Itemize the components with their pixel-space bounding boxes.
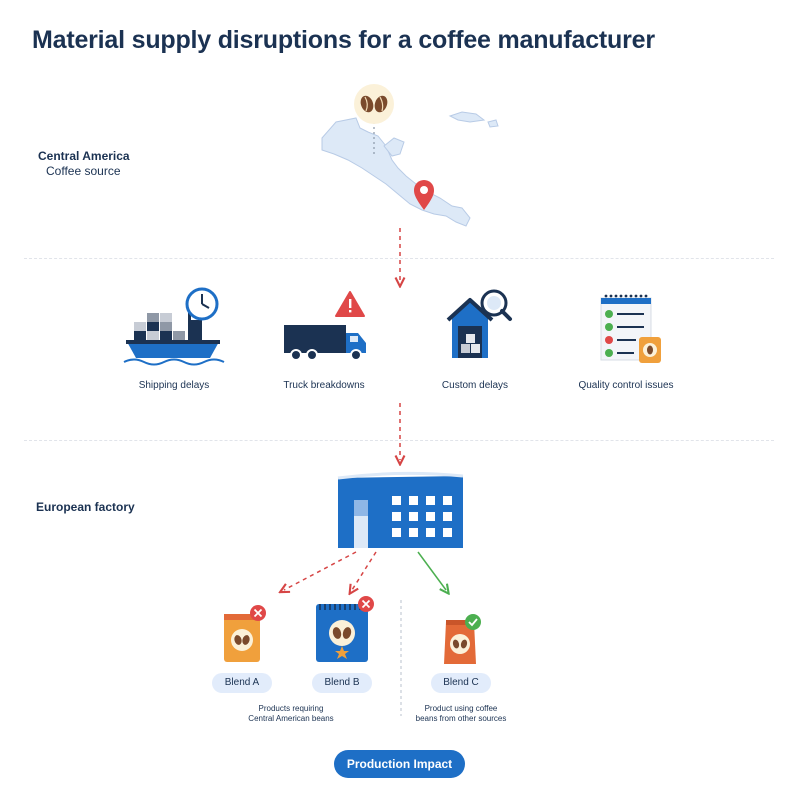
blend-b-package-icon — [316, 604, 368, 662]
page-title: Material supply disruptions for a coffee… — [32, 26, 655, 54]
disruption-label-custom: Custom delays — [441, 380, 509, 391]
disruption-label-quality: Quality control issues — [578, 380, 674, 391]
production-impact-button[interactable]: Production Impact — [334, 750, 465, 778]
blend-a-package-icon — [224, 614, 260, 662]
unaffected-note-line-2: beans from other sources — [415, 714, 507, 723]
error-icon — [250, 605, 266, 621]
location-pin-icon — [414, 180, 434, 210]
central-america-map — [321, 111, 499, 227]
coffee-bean-icon — [354, 84, 394, 124]
truck-warning-icon — [284, 291, 366, 361]
unaffected-note-line-1: Product using coffee — [424, 704, 498, 713]
product-pill-blend-b: Blend B — [312, 673, 372, 693]
unaffected-products-note: Product using coffee beans from other so… — [401, 704, 521, 724]
flow-arrow-blend-a — [284, 551, 357, 590]
affected-note-line-2: Central American beans — [248, 714, 334, 723]
flow-arrow-blend-b — [352, 551, 377, 590]
product-pill-blend-c: Blend C — [431, 673, 491, 693]
error-icon — [358, 596, 374, 612]
affected-note-line-1: Products requiring — [258, 704, 324, 713]
source-region-subtitle: Coffee source — [46, 164, 121, 178]
product-pill-blend-a: Blend A — [212, 673, 272, 693]
flow-arrow-blend-c — [417, 551, 446, 590]
affected-products-note: Products requiring Central American bean… — [226, 704, 356, 724]
blend-c-package-icon — [444, 620, 476, 664]
check-icon — [465, 614, 481, 630]
disruption-label-shipping: Shipping delays — [138, 380, 210, 391]
factory-icon — [337, 471, 464, 548]
section-divider — [24, 440, 774, 441]
section-divider — [24, 258, 774, 259]
checklist-icon — [600, 294, 661, 363]
factory-label: European factory — [36, 500, 135, 514]
cargo-ship-clock-icon — [123, 287, 225, 366]
disruption-label-truck: Truck breakdowns — [283, 380, 365, 391]
warehouse-search-icon — [446, 289, 512, 358]
source-region-name: Central America — [38, 149, 130, 163]
